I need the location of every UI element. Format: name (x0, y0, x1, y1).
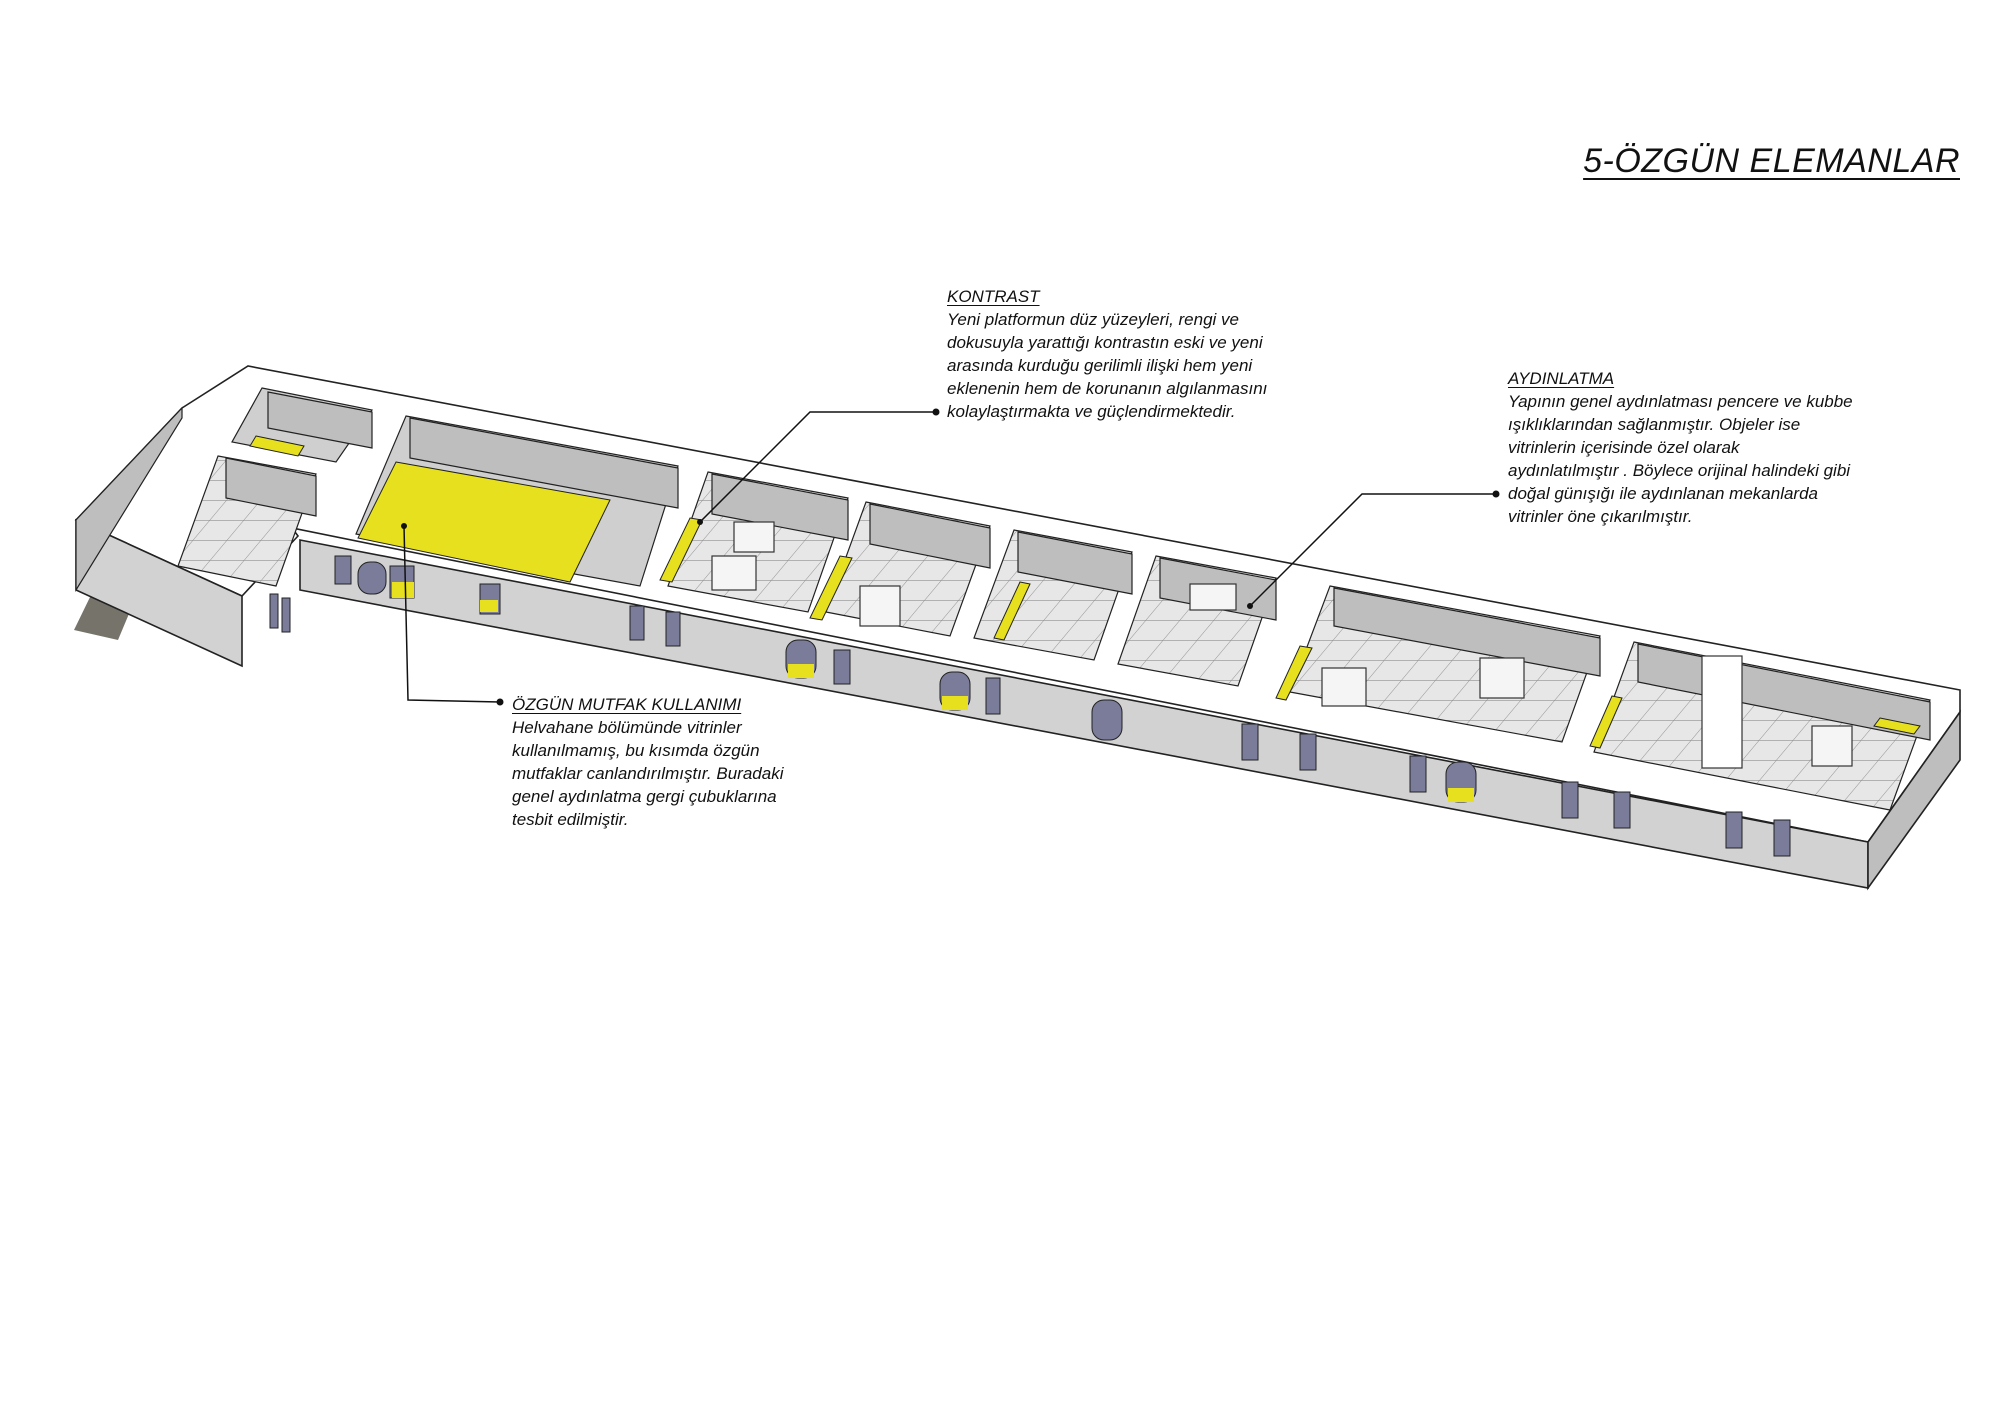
annotation-heading: AYDINLATMA (1508, 369, 1615, 388)
annotation-line: kolaylaştırmakta ve güçlendirmektedir. (947, 402, 1236, 421)
annotation-line: Helvahane bölümünde vitrinler (512, 718, 742, 737)
annotation-kontrast: KONTRAST Yeni platformun düz yüzeyleri, … (947, 285, 1267, 423)
annotation-line: dokusuyla yarattığı kontrastın eski ve y… (947, 333, 1263, 352)
annotation-heading: KONTRAST (947, 287, 1040, 306)
annotation-aydinlatma: AYDINLATMA Yapının genel aydınlatması pe… (1508, 367, 1853, 528)
annotation-line: kullanılmamış, bu kısımda özgün (512, 741, 760, 760)
left-wing-end-face (75, 406, 183, 593)
annotation-line: Yapının genel aydınlatması pencere ve ku… (1508, 392, 1853, 411)
leader-dots (401, 408, 1500, 706)
annotation-heading: ÖZGÜN MUTFAK KULLANIMI (512, 695, 742, 714)
annotation-line: eklenenin hem de korunanın algılanmasını (947, 379, 1268, 398)
page-title: 5-ÖZGÜN ELEMANLAR (1583, 142, 1960, 180)
vitrines (711, 521, 1853, 769)
annotation-ozgun-mutfak: ÖZGÜN MUTFAK KULLANIMI Helvahane bölümün… (512, 693, 783, 831)
annotation-line: vitrinlerin içerisinde özel olarak (1508, 438, 1740, 457)
annotation-line: tesbit edilmiştir. (512, 810, 629, 829)
annotation-line: genel aydınlatma gergi çubuklarına (512, 787, 777, 806)
window-yellow-sills (392, 582, 1474, 802)
yellow-platform-highlights (249, 435, 1921, 749)
annotation-line: aydınlatılmıştır . Böylece orijinal hali… (1508, 461, 1851, 480)
annotation-line: doğal günışığı ile aydınlanan mekanlarda (1508, 484, 1818, 503)
annotation-line: ışıklıklarından sağlanmıştır. Objeler is… (1508, 415, 1801, 434)
annotation-line: Yeni platformun düz yüzeyleri, rengi ve (947, 310, 1239, 329)
annotation-line: mutfaklar canlandırılmıştır. Buradaki (512, 764, 784, 783)
annotation-line: arasında kurduğu gerilimli ilişki hem ye… (947, 356, 1253, 375)
annotation-line: vitrinler öne çıkarılmıştır. (1508, 507, 1693, 526)
leader-lines (403, 411, 1496, 703)
front-wall-right-end (1867, 709, 1961, 891)
